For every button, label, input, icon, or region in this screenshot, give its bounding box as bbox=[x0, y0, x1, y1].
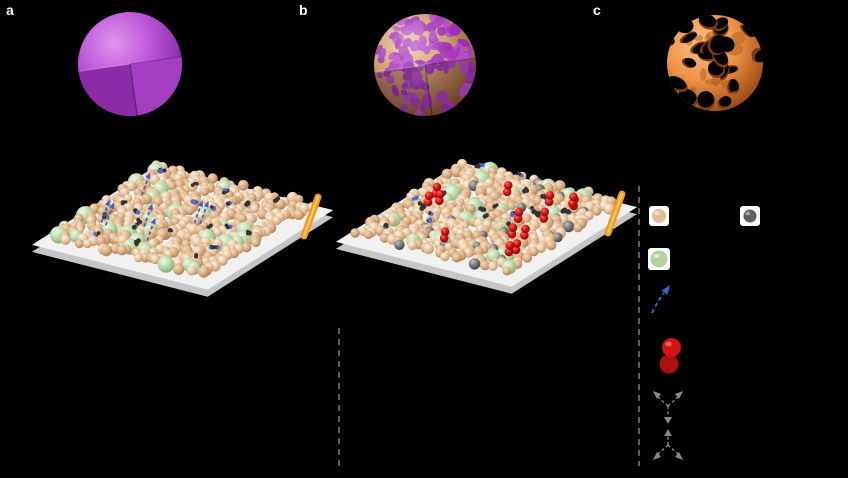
gray-arrow-down bbox=[664, 406, 672, 424]
panel-label-b: b bbox=[299, 2, 308, 18]
tan-bead-legend-icon bbox=[649, 206, 669, 226]
panel-label-c: c bbox=[593, 2, 601, 18]
porous-orange-sphere-graphic bbox=[667, 15, 763, 111]
panel-separators bbox=[338, 186, 640, 466]
red-dimer-lower-shade bbox=[659, 354, 679, 374]
blue-arrow-head bbox=[661, 285, 670, 295]
gray-arrow-up-left bbox=[653, 391, 669, 407]
dimer-highlight bbox=[665, 341, 672, 347]
gray-arrow-up bbox=[664, 429, 672, 445]
simulation-slab-demixed bbox=[335, 158, 638, 294]
green-bead-legend-icon bbox=[648, 248, 670, 270]
gray-arrows-down-legend-icon bbox=[653, 429, 683, 460]
panel-label-a: a bbox=[6, 2, 14, 18]
gray-arrows-up-legend-icon bbox=[653, 391, 683, 424]
bead-highlight bbox=[653, 253, 660, 259]
gray-arrow-down-right bbox=[667, 444, 683, 460]
gray-arrow-up-right bbox=[667, 391, 683, 407]
homogeneous-purple-sphere-graphic bbox=[75, 12, 189, 123]
phase-separating-sphere-graphic bbox=[371, 14, 483, 123]
tan-bead-glyph bbox=[652, 209, 666, 223]
gray-bead-legend-icon bbox=[740, 206, 760, 226]
simulation-slab-initial bbox=[31, 160, 334, 297]
blue-arrow-shaft bbox=[651, 292, 665, 314]
red-dimer-legend-icon bbox=[659, 338, 681, 374]
bead-highlight bbox=[745, 211, 751, 216]
red-dimer-lower-lobe bbox=[659, 354, 679, 374]
gray-bead-glyph bbox=[743, 209, 757, 223]
bead-highlight bbox=[654, 211, 660, 216]
gray-arrow-down-left bbox=[653, 444, 669, 460]
blue-dashed-arrow-legend-icon bbox=[651, 285, 670, 314]
red-dimer-upper-lobe bbox=[662, 338, 681, 357]
green-bead-glyph bbox=[650, 250, 668, 268]
